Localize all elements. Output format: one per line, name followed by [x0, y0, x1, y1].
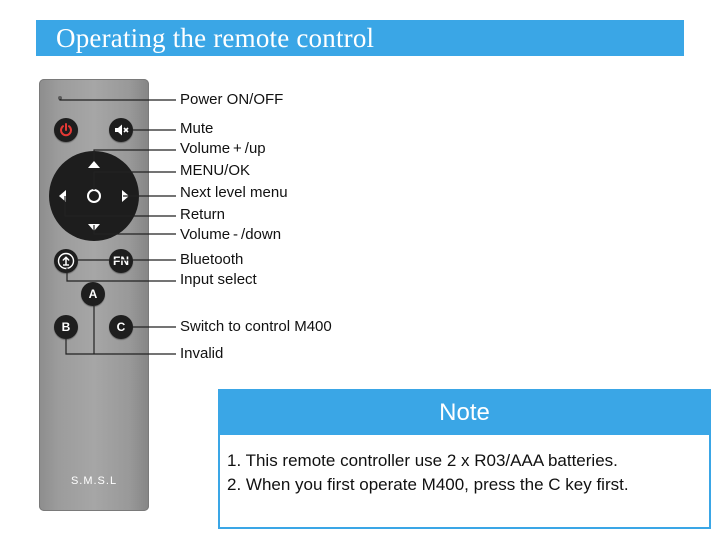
- page-title: Operating the remote control: [56, 23, 375, 53]
- power-led: [58, 96, 62, 100]
- fn-button[interactable]: FN: [109, 249, 133, 273]
- note-body: 1. This remote controller use 2 x R03/AA…: [220, 435, 709, 497]
- note-title: Note: [220, 391, 709, 435]
- b-button[interactable]: B: [54, 315, 78, 339]
- leader-power: [59, 99, 176, 101]
- label-bluetooth: Bluetooth: [180, 251, 244, 268]
- note-box: Note 1. This remote controller use 2 x R…: [218, 389, 711, 529]
- mute-icon: [115, 124, 129, 136]
- note-line-2: 2. When you first operate M400, press th…: [227, 475, 629, 494]
- label-volume-down: Volume - /down: [180, 226, 282, 243]
- bluetooth-button[interactable]: [54, 249, 78, 273]
- leader-volume-down: [93, 225, 176, 235]
- label-switch-m400: Switch to control M400: [180, 318, 332, 335]
- leader-input-select: [66, 268, 176, 282]
- label-mute: Mute: [180, 120, 214, 137]
- bluetooth-icon: [57, 252, 75, 270]
- leader-invalid-b: [65, 339, 176, 355]
- c-button[interactable]: C: [109, 315, 133, 339]
- page-title-banner: Operating the remote control: [36, 20, 684, 56]
- power-button[interactable]: [54, 118, 78, 142]
- leader-menu-ok: [93, 171, 176, 190]
- volume-up-arrow: [88, 161, 100, 168]
- label-menu-ok: MENU/OK: [180, 162, 251, 179]
- label-return: Return: [180, 206, 226, 223]
- label-invalid: Invalid: [180, 345, 224, 362]
- return-arrow: [59, 190, 66, 202]
- label-volume-up: Volume + /up: [180, 140, 266, 157]
- note-line-1: 1. This remote controller use 2 x R03/AA…: [227, 451, 618, 470]
- power-icon: [60, 123, 72, 137]
- label-power: Power ON/OFF: [180, 91, 284, 108]
- mute-button[interactable]: [109, 118, 133, 142]
- a-button[interactable]: A: [81, 282, 105, 306]
- label-next-level: Next level menu: [180, 184, 288, 201]
- leader-return: [64, 196, 176, 217]
- brand-logo: S.M.S.L: [70, 475, 118, 487]
- label-input-select: Input select: [180, 271, 257, 288]
- leader-volume-up: [93, 149, 176, 161]
